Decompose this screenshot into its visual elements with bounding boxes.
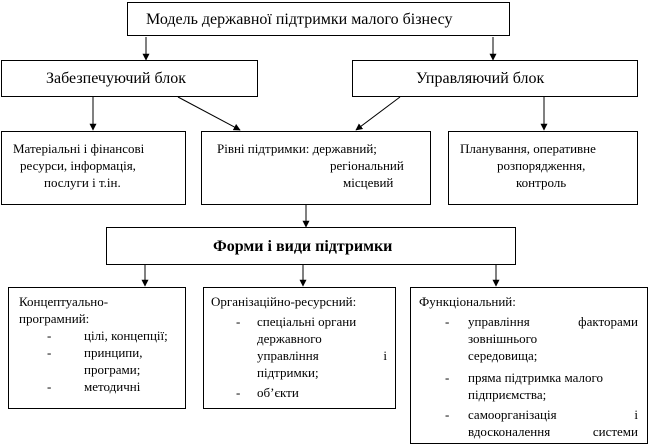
functional-item: управління факторами xyxy=(468,314,638,329)
planning-line: Планування, оперативне xyxy=(460,141,596,156)
planning-line: контроль xyxy=(516,175,567,190)
conceptual-item: програми; xyxy=(84,362,141,377)
bullet-dash: - xyxy=(445,370,450,385)
functional-item: зовнішнього xyxy=(468,331,538,346)
conceptual-heading: Концептуально- xyxy=(19,294,109,309)
organizational-heading: Організаційно-ресурсний: xyxy=(211,294,357,309)
functional-item: середовища; xyxy=(468,348,538,363)
organizational-item: державного xyxy=(257,331,322,346)
functional-item: вдосконалення системи xyxy=(468,424,638,439)
conceptual-item: цілі, концепції; xyxy=(84,328,168,343)
resources-line: послуги і т.ін. xyxy=(44,175,121,190)
organizational-item: об’єкти xyxy=(257,385,299,400)
title-box: Модель державної підтримки малого бізнес… xyxy=(127,2,510,36)
left-block-label: Забезпечуючий блок xyxy=(46,70,186,87)
resources-line: Матеріальні і фінансові xyxy=(13,141,145,156)
bullet-dash: - xyxy=(445,314,450,329)
functional-box: Функціональний: - управління факторами з… xyxy=(410,287,648,444)
conceptual-heading: програмний: xyxy=(19,311,90,326)
right-block-label: Управляючий блок xyxy=(416,70,545,87)
conceptual-item: методичні xyxy=(84,379,141,394)
levels-line: регіональний xyxy=(330,158,404,173)
bullet-dash: - xyxy=(236,385,241,400)
functional-heading: Функціональний: xyxy=(419,294,516,309)
organizational-item: управління і xyxy=(257,348,387,363)
organizational-item: підтримки; xyxy=(257,365,319,380)
levels-line: Рівні підтримки: державний; xyxy=(217,141,377,156)
resources-box: Матеріальні і фінансові ресурси, інформа… xyxy=(1,131,186,205)
forms-title: Форми і види підтримки xyxy=(213,238,393,255)
organizational-item: спеціальні органи xyxy=(257,314,357,329)
bullet-dash: - xyxy=(47,328,52,343)
conceptual-item: принципи, xyxy=(84,345,143,360)
organizational-box: Організаційно-ресурсний: - спеціальні ор… xyxy=(203,287,396,409)
right-block: Управляючий блок xyxy=(352,60,638,97)
planning-line: розпорядження, xyxy=(497,158,586,173)
levels-box: Рівні підтримки: державний; регіональний… xyxy=(201,131,431,205)
functional-item: самоорганізація і xyxy=(468,407,638,422)
resources-line: ресурси, інформація, xyxy=(20,158,136,173)
planning-box: Планування, оперативне розпорядження, ко… xyxy=(448,131,638,205)
functional-item: пряма підтримка малого xyxy=(468,370,603,385)
arrow-left-block-to-levels xyxy=(177,96,241,131)
forms-box: Форми і види підтримки xyxy=(106,227,516,265)
diagram-title: Модель державної підтримки малого бізнес… xyxy=(146,11,453,28)
arrow-right-block-to-levels xyxy=(355,96,401,131)
levels-line: місцевий xyxy=(343,175,394,190)
bullet-dash: - xyxy=(47,345,52,360)
conceptual-box: Концептуально- програмний: - цілі, конце… xyxy=(8,287,186,409)
bullet-dash: - xyxy=(47,379,52,394)
bullet-dash: - xyxy=(236,314,241,329)
functional-item: підприємства; xyxy=(468,387,547,402)
bullet-dash: - xyxy=(445,407,450,422)
left-block: Забезпечуючий блок xyxy=(1,60,258,97)
